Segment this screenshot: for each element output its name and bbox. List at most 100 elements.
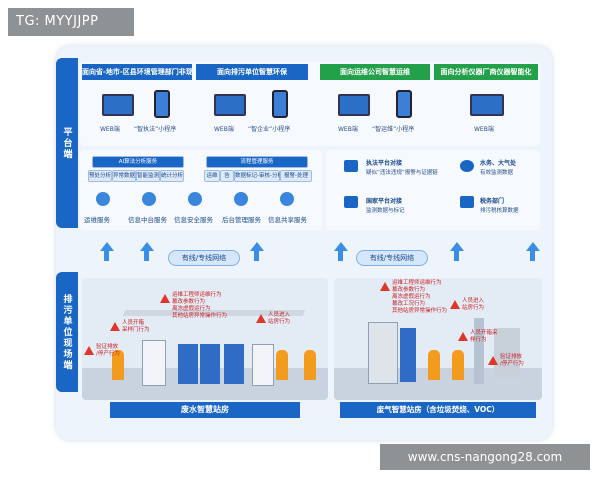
worker-figure [276,350,288,380]
flow-item: 运维 [204,170,220,182]
analyzer-cabinet [142,340,166,386]
platform-side-tab: 平台端 [56,58,78,228]
analyzer-cabinet [252,344,274,386]
warning-icon [256,314,266,323]
callout-operator-behavior: 运维工程师运维行为 篡改参数行为 离冻虚假运行为 篡改工况行为 其他站房异常操作… [392,280,448,314]
ai-item: 智能监测 [136,170,160,182]
service-icon [142,192,156,206]
right-item-title: 国家平台对接 [366,198,403,205]
analyzer-cabinet [400,328,416,382]
warning-icon [488,356,498,365]
callout-personnel-entry: 人员进入 站房行为 [462,298,485,311]
service-label: 信息中台服务 [128,216,167,224]
panel-vendor-web: WEB端 [474,126,494,133]
monitor-icon [338,94,370,116]
ai-item: 异常数据 [112,170,136,182]
panel-operator-app: “智运维”小程序 [372,126,415,133]
worker-figure [304,350,316,380]
callout-sampler-open: 人员开箱采 样行为 [470,330,498,343]
watermark-label: TG: MYYJJPP [8,8,134,36]
monitor-icon [470,94,504,116]
service-label: 运维服务 [84,216,110,224]
panel-operator-title: 面向运维公司智慧运维 [320,64,430,80]
flow-item: 数据标记-审核-分析 [234,170,283,182]
up-arrow [334,242,348,261]
service-icon [96,192,110,206]
exhaust-room-banner: 废气智慧站房（含垃圾焚烧、VOC） [340,402,536,418]
warning-icon [450,300,460,309]
analyzer-cabinet [178,344,198,384]
worker-figure [452,350,464,380]
service-label: 信息安全服务 [174,216,213,224]
ai-service-title: AI算法分析服务 [92,156,184,168]
panel-regulator-app: “智执法”小程序 [134,126,177,133]
right-item-desc: 监测数据与标记 [366,208,405,214]
warning-icon [380,282,390,291]
national-platform-icon [344,196,358,208]
analyzer-cabinet [200,344,220,384]
right-item-title: 水务、大气处 [480,160,517,167]
up-arrow [100,242,114,261]
monitor-icon [102,94,134,116]
right-item-desc: 有效监测数据 [480,170,514,176]
analyzer-cabinet [224,344,244,384]
flow-item: 报警-处理 [280,170,312,182]
panel-enterprise-app: “智企业”小程序 [248,126,291,133]
service-icon [280,192,294,206]
panel-enterprise-title: 面向排污单位智慧环保 [196,64,308,80]
phone-icon [396,90,412,118]
panel-enterprise-web: WEB端 [214,126,234,133]
panel-operator: 面向运维公司智慧运维 WEB端 “智运维”小程序 [320,64,430,133]
ai-item: 预处分析 [88,170,112,182]
callout-verify-discharge: 验证排放 /停产行为 [96,344,120,357]
panel-operator-web: WEB端 [338,126,358,133]
tax-icon [460,196,474,208]
water-air-icon [460,160,474,172]
phone-icon [272,90,288,118]
panel-regulator-title: 面向省-地市-区县环境管理部门非现场监管 [82,64,192,80]
up-arrow [450,242,464,261]
right-item-title: 执法平台对接 [366,160,403,167]
callout-sampler-open: 人员开箱 采样门行为 [122,320,150,333]
panel-regulator: 面向省-地市-区县环境管理部门非现场监管 WEB端 “智执法”小程序 [82,64,192,133]
service-label: 后台管理服务 [222,216,261,224]
flow-item: 告 [220,170,234,182]
network-label-right: 有线/专线网络 [356,250,428,266]
warning-icon [458,332,468,341]
chimney-pipe [474,318,484,384]
panel-regulator-web: WEB端 [100,126,120,133]
service-label: 信息共享服务 [268,216,307,224]
right-item-title: 税务部门 [480,198,505,205]
worker-figure [112,350,124,380]
footer-url-label: www.cns-nangong28.com [380,444,590,470]
right-item-desc: 疑似“违法违规”报警与证据链 [366,170,438,176]
callout-operator-behavior: 运维工程师运维行为 篡改参数行为 离冻虚假运行为 其他站房异常操作行为 [172,292,228,319]
up-arrow [140,242,154,261]
service-icons-row: 运维服务 信息中台服务 信息安全服务 后台管理服务 信息共享服务 [84,192,320,228]
warning-icon [110,322,120,331]
warning-icon [84,346,94,355]
panel-vendor-title: 面向分析仪器厂商仪器智能化 [434,64,538,80]
flow-service-title: 流程管理服务 [206,156,308,168]
network-label-left: 有线/专线网络 [168,250,240,266]
law-enforcement-icon [344,160,358,172]
panel-enterprise: 面向排污单位智慧环保 WEB端 “智企业”小程序 [196,64,308,133]
warning-icon [160,294,170,303]
up-arrow [526,242,540,261]
service-icon [188,192,202,206]
right-item-desc: 排污税核算数据 [480,208,519,214]
phone-icon [154,90,170,118]
up-arrow [250,242,264,261]
worker-figure [428,350,440,380]
ai-item: 统计分析 [160,170,184,182]
cooling-tower [494,328,520,378]
callout-verify-discharge: 验证排放 /停产行为 [500,354,524,367]
panel-vendor: 面向分析仪器厂商仪器智能化 WEB端 [434,64,538,133]
service-icon [234,192,248,206]
wastewater-room-banner: 废水智慧站房 [110,402,300,418]
callout-personnel-entry: 人员进入 站房行为 [268,312,291,325]
site-side-tab: 排污单位现场端 [56,272,78,392]
exhaust-room-scene [334,278,542,400]
analyzer-cabinet [368,322,398,384]
services-right-area [326,150,540,230]
